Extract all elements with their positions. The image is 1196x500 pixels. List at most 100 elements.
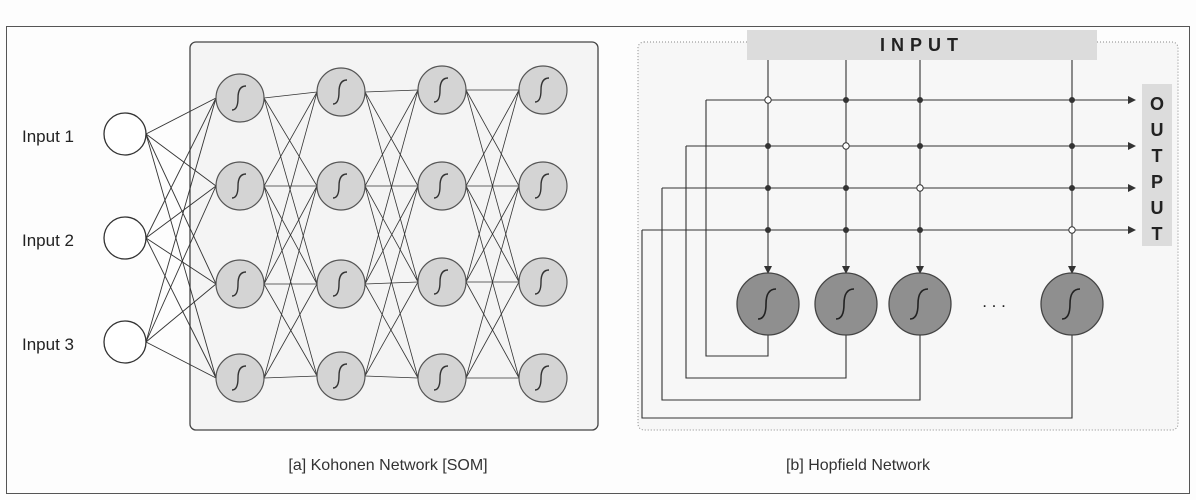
output-letter-5: U [1151, 198, 1164, 218]
som-link [364, 185, 419, 283]
sigmoid-icon [1061, 288, 1081, 320]
som-neuron [316, 351, 366, 401]
som-link [145, 283, 217, 343]
output-letter-4: P [1151, 172, 1163, 192]
som-neuron [417, 161, 467, 211]
som-link [145, 341, 217, 379]
som-link [364, 283, 419, 379]
som-neuron [215, 259, 265, 309]
som-link [263, 185, 318, 377]
input-banner [747, 30, 1097, 60]
kohonen-panel: Input 1 Input 2 Input 3 [a] Kohonen Netw… [22, 41, 599, 474]
som-link [364, 91, 419, 187]
som-link [465, 185, 520, 379]
output-letter-6: T [1152, 224, 1163, 244]
sigmoid-icon [433, 173, 449, 199]
som-link [364, 89, 419, 93]
sigmoid-icon [332, 79, 348, 105]
som-connections [145, 89, 520, 379]
weight-junction [917, 97, 923, 103]
output-banner [1142, 84, 1172, 246]
som-neuron [518, 353, 568, 403]
self-junction [842, 142, 850, 150]
som-link [145, 185, 217, 239]
som-link [145, 133, 217, 379]
som-link [465, 281, 520, 379]
som-neuron [215, 353, 265, 403]
hopfield-neuron [888, 272, 952, 336]
sigmoid-icon [534, 269, 550, 295]
som-link [263, 91, 318, 187]
sigmoid-icon [534, 77, 550, 103]
sigmoid-icon [909, 288, 929, 320]
sigmoid-icon [231, 365, 247, 391]
sigmoid-icon [835, 288, 855, 320]
som-neuron [417, 353, 467, 403]
som-link [145, 133, 217, 187]
som-link [263, 97, 318, 187]
sigmoid-icon [332, 173, 348, 199]
som-neuron [215, 73, 265, 123]
som-link [364, 281, 419, 377]
som-link [145, 97, 217, 135]
feedback-loop [705, 100, 769, 357]
weight-junction [917, 227, 923, 233]
kohonen-caption: [a] Kohonen Network [SOM] [288, 457, 487, 474]
som-link [145, 97, 217, 239]
weight-junction [1069, 185, 1075, 191]
hopfield-panel: INPUT O U T P U T . . . [b] Hopfield Net… [637, 30, 1179, 474]
som-link [145, 185, 217, 343]
som-link [364, 89, 419, 187]
neuron-ellipsis: . . . [982, 292, 1006, 311]
som-link [145, 237, 217, 379]
som-neuron [518, 161, 568, 211]
feedback-loop [641, 230, 1073, 419]
som-neuron [417, 257, 467, 307]
som-input-nodes [103, 112, 147, 364]
som-link [263, 185, 318, 285]
som-link [263, 97, 318, 285]
output-letter-1: O [1150, 94, 1164, 114]
input-node-3 [103, 320, 147, 364]
som-link [145, 133, 217, 285]
weight-junction [843, 97, 849, 103]
weight-junction [843, 185, 849, 191]
weight-junction [843, 227, 849, 233]
sigmoid-icon [534, 365, 550, 391]
input-label-1: Input 1 [22, 127, 74, 146]
weight-junction [765, 185, 771, 191]
hopfield-neuron [736, 272, 800, 336]
som-neuron [518, 65, 568, 115]
sigmoid-icon [534, 173, 550, 199]
input-label-2: Input 2 [22, 231, 74, 250]
weight-junction [765, 143, 771, 149]
som-link [364, 91, 419, 283]
sigmoid-icon [433, 269, 449, 295]
som-neurons [215, 65, 568, 403]
weight-junction [765, 227, 771, 233]
som-link [145, 97, 217, 343]
hopfield-caption: [b] Hopfield Network [786, 457, 931, 474]
output-letter-3: T [1152, 146, 1163, 166]
som-neuron [417, 65, 467, 115]
self-junction [764, 96, 772, 104]
self-junction [1068, 226, 1076, 234]
som-link [263, 91, 318, 285]
feedback-loop [661, 188, 921, 401]
som-link [364, 185, 419, 285]
weight-junction [1069, 143, 1075, 149]
hopfield-neurons [736, 272, 1104, 336]
sigmoid-icon [332, 363, 348, 389]
som-link [465, 89, 520, 187]
input-banner-label: INPUT [880, 35, 964, 55]
sigmoid-icon [231, 85, 247, 111]
som-neuron [518, 257, 568, 307]
figure-frame [6, 26, 1190, 494]
output-letter-2: U [1151, 120, 1164, 140]
som-link [263, 283, 318, 377]
som-neuron [316, 259, 366, 309]
som-link [145, 237, 217, 285]
sigmoid-icon [433, 365, 449, 391]
sigmoid-icon [231, 271, 247, 297]
